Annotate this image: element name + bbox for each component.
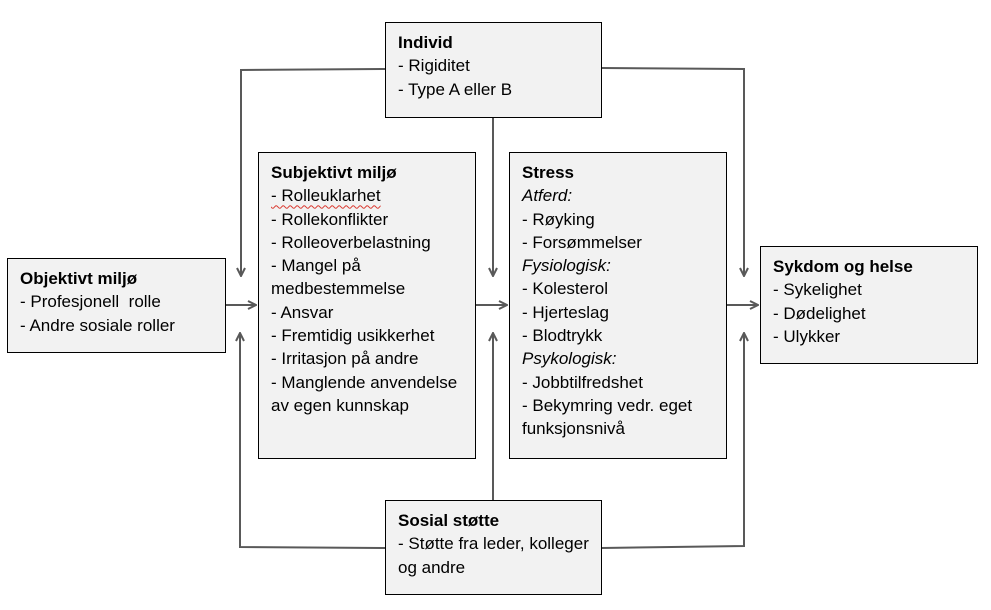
health-item: - Dødelighet	[773, 303, 866, 323]
stress-item: - Hjerteslag	[522, 302, 609, 322]
stress-item: - Røyking	[522, 209, 595, 229]
objective-item: - Andre sosiale roller	[20, 315, 175, 335]
stress-physiological-label: Fysiologisk:	[522, 256, 611, 276]
stress-item: - Jobbtilfredshet	[522, 372, 643, 392]
health-title: Sykdom og helse	[773, 257, 913, 276]
health-item: - Ulykker	[773, 326, 841, 346]
subjective-item: - Ansvar	[271, 302, 334, 322]
objective-item: - Profesjonell rolle	[20, 292, 161, 312]
objective-environment-box: Objektivt miljø - Profesjonell rolle - A…	[7, 258, 226, 353]
individ-item: - Rigiditet	[398, 56, 470, 76]
subjective-environment-box: Subjektivt miljø - Rolleuklarhet - Rolle…	[258, 152, 476, 459]
stress-item: - Kolesterol	[522, 279, 608, 299]
individ-title: Individ	[398, 33, 453, 52]
health-item: - Sykelighet	[773, 280, 862, 300]
subjective-item: - Irritasjon på andre	[271, 349, 419, 369]
subjective-item: - Rollekonflikter	[271, 209, 389, 229]
arrow-individ-to-health	[601, 67, 744, 276]
arrow-individ-to-subjective	[241, 68, 386, 276]
illness-and-health-box: Sykdom og helse - Sykelighet - Dødelighe…	[760, 246, 978, 364]
social-support-box: Sosial støtte - Støtte fra leder, kolleg…	[385, 500, 602, 595]
subjective-item: - Fremtidig usikkerhet	[271, 326, 435, 346]
stress-psychological-label: Psykologisk:	[522, 349, 617, 369]
subjective-item-rolleuklarhet: - Rolleuklarhet	[271, 184, 463, 207]
stress-box: Stress Atferd: - Røyking - Forsømmelser …	[509, 152, 727, 459]
individ-box: Individ - Rigiditet - Type A eller B	[385, 22, 602, 118]
stress-item: - Forsømmelser	[522, 232, 642, 252]
individ-item: - Type A eller B	[398, 79, 513, 99]
arrow-social-to-health	[601, 333, 744, 549]
subjective-title: Subjektivt miljø	[271, 163, 397, 182]
stress-title: Stress	[522, 163, 574, 182]
stress-behaviour-label: Atferd:	[522, 186, 573, 206]
subjective-item: - Mangel på medbestemmelse	[271, 256, 406, 299]
social-title: Sosial støtte	[398, 511, 500, 530]
stress-item: - Bekymring vedr. eget funksjonsnivå	[522, 395, 693, 439]
arrow-social-to-subjective	[240, 333, 386, 549]
subjective-item: - Manglende anvendelse av egen kunnskap	[271, 372, 458, 415]
subjective-item-text: - Rolleuklarhet	[271, 186, 381, 206]
subjective-item: - Rolleoverbelastning	[271, 232, 431, 252]
objective-title: Objektivt miljø	[20, 269, 138, 288]
stress-item: - Blodtrykk	[522, 326, 603, 346]
social-item: - Støtte fra leder, kolleger og andre	[398, 534, 589, 577]
